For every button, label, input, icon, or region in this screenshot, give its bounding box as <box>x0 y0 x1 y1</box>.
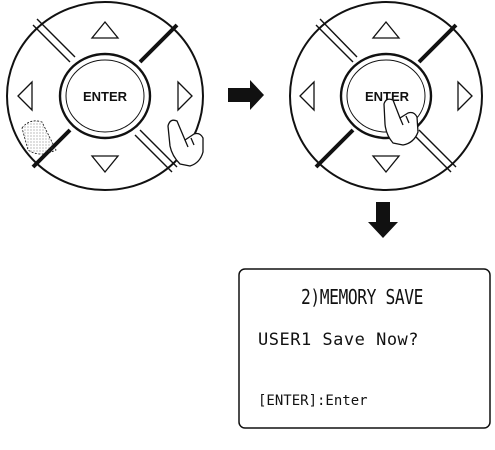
enter-button-label: ENTER <box>365 89 410 104</box>
up-arrow-icon[interactable] <box>371 20 401 39</box>
next-step-arrow-icon <box>228 80 264 110</box>
enter-button-label: ENTER <box>83 89 128 104</box>
display-line-2: USER1 Save Now? <box>258 330 419 350</box>
right-arrow-icon[interactable] <box>457 80 473 112</box>
down-arrow-icon[interactable] <box>371 155 401 174</box>
down-arrow-icon[interactable] <box>90 155 120 174</box>
lcd-display: 2)MEMORY SAVE USER1 Save Now? [ENTER]:En… <box>238 268 491 429</box>
up-arrow-icon[interactable] <box>90 20 120 39</box>
remote-dial-right: ENTER <box>289 1 483 191</box>
left-arrow-icon[interactable] <box>299 80 315 112</box>
pointing-hand-icon <box>383 98 419 146</box>
left-arrow-icon[interactable] <box>17 80 33 112</box>
remote-dial-left: ENTER <box>6 1 204 191</box>
enter-button[interactable] <box>58 52 152 140</box>
display-line-1: 2)MEMORY SAVE <box>301 285 423 309</box>
down-step-arrow-icon <box>368 202 398 238</box>
right-arrow-icon[interactable] <box>177 80 193 112</box>
pointing-hand-icon <box>167 119 204 167</box>
display-line-3: [ENTER]:Enter <box>258 393 368 409</box>
